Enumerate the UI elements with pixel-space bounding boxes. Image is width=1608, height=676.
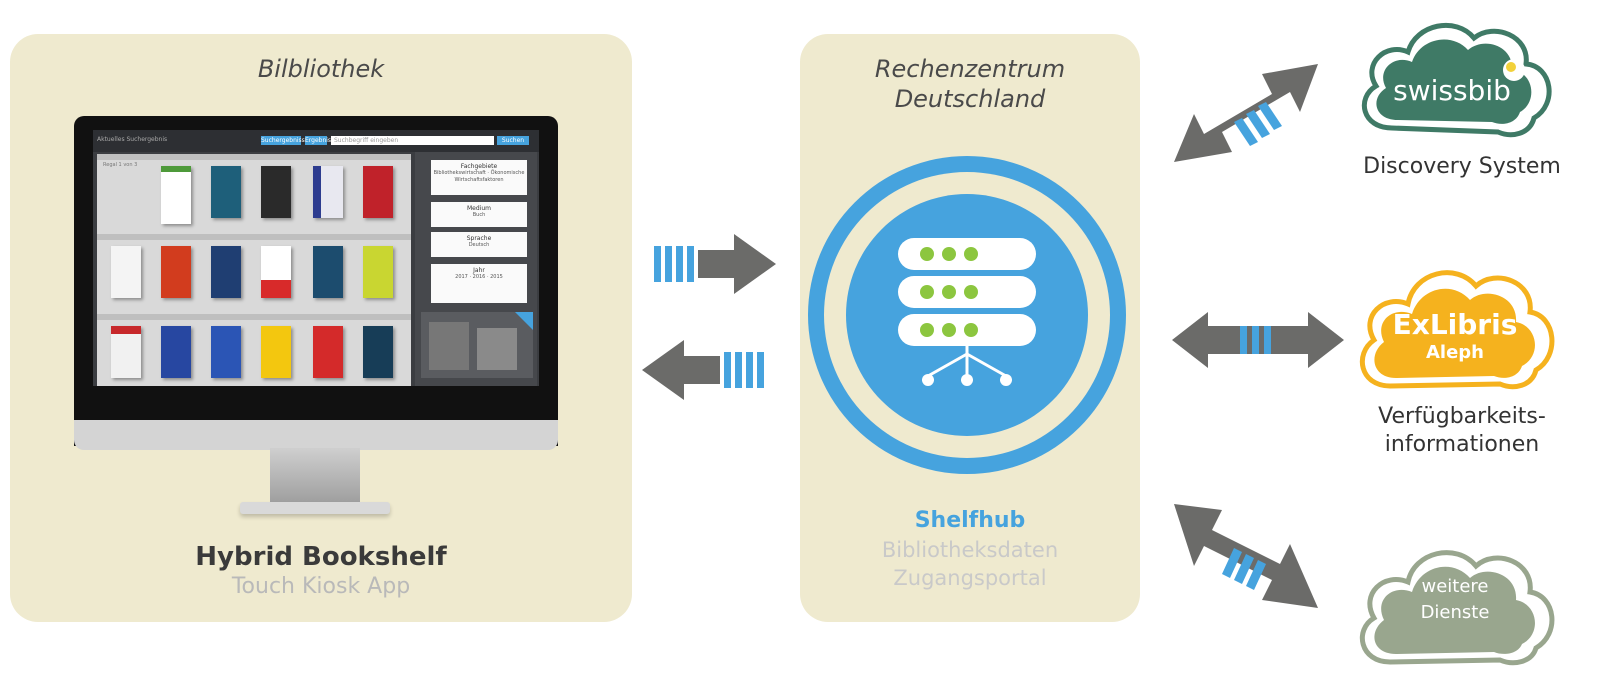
book-cover[interactable] [363, 326, 393, 378]
book-cover[interactable] [313, 326, 343, 378]
filter-sidebar: Fachgebiete Bibliothekswirtschaft · Ökon… [415, 152, 537, 386]
monitor-chin [74, 420, 558, 450]
arrow-swissbib [1174, 64, 1318, 162]
arrow-to-datacenter [654, 234, 776, 294]
exlibris-logo-sub: Aleph [1425, 342, 1484, 363]
corner-badge [515, 312, 533, 330]
swissbib-logo [1361, 22, 1552, 138]
book-cover[interactable] [363, 166, 393, 218]
filter-card[interactable]: Sprache Deutsch [431, 232, 527, 257]
server-unit [898, 276, 1036, 308]
book-cover[interactable] [313, 166, 343, 218]
service-name: Shelfhub [914, 508, 1026, 533]
filter-card[interactable]: Fachgebiete Bibliothekswirtschaft · Ökon… [431, 160, 527, 195]
book-cover[interactable] [111, 326, 141, 378]
book-cover[interactable] [261, 326, 291, 378]
filter-values: Buch [472, 212, 486, 218]
arrow-exlibris [1172, 312, 1344, 368]
kiosk-header-text: Aktuelles Suchergebnis [97, 136, 168, 143]
book-cover[interactable] [161, 246, 191, 298]
book-cover[interactable] [161, 326, 191, 378]
book-cover[interactable] [211, 166, 241, 218]
other-services-line1: weitere [1421, 576, 1489, 597]
network-icon [922, 346, 1012, 386]
filter-card[interactable]: Jahr 2017 · 2016 · 2015 [431, 264, 527, 303]
filter-card[interactable]: Medium Buch [431, 202, 527, 227]
exlibris-caption-line2: informationen [1384, 432, 1540, 457]
exlibris-logo [1359, 270, 1555, 390]
tab-list[interactable]: Ergebnis [305, 136, 332, 145]
datacenter-title-line1: Rechenzentrum [874, 55, 1066, 83]
page-label: Regal 1 von 3 [103, 162, 138, 168]
filter-heading: Medium [467, 205, 491, 212]
datacenter-title-line2: Deutschland [894, 85, 1046, 113]
tab-results[interactable]: Suchergebnisse [261, 136, 309, 145]
filter-values: Deutsch [468, 242, 490, 248]
shelf-row-3 [97, 314, 411, 386]
shelf-row-1: Regal 1 von 3 [97, 154, 411, 234]
filter-values: 2017 · 2016 · 2015 [455, 274, 503, 280]
library-title: Bilbliothek [257, 55, 385, 83]
monitor-base [240, 502, 390, 514]
app-subtitle: Touch Kiosk App [231, 574, 411, 599]
book-cover[interactable] [211, 246, 241, 298]
other-services-line2: Dienste [1420, 602, 1490, 623]
service-line1: Bibliotheksdaten [881, 538, 1059, 562]
swissbib-logo-text: swissbib [1393, 74, 1511, 107]
book-cover[interactable] [161, 166, 191, 224]
filter-heading: Jahr [473, 267, 485, 274]
exlibris-logo-text: ExLibris [1392, 308, 1518, 341]
shelf-row-2 [97, 234, 411, 314]
filter-heading: Fachgebiete [460, 163, 498, 170]
book-cover[interactable] [211, 326, 241, 378]
search-button[interactable]: Suchen [497, 136, 529, 145]
shelf-preview[interactable] [421, 312, 533, 378]
server-unit [898, 314, 1036, 346]
swissbib-caption: Discovery System [1363, 154, 1561, 179]
kiosk-screen: Aktuelles Suchergebnis Suchergebnisse Er… [93, 130, 539, 386]
book-cover[interactable] [363, 246, 393, 298]
book-cover[interactable] [261, 246, 291, 298]
arrow-other-services [1174, 504, 1318, 608]
arrow-to-library [642, 340, 764, 400]
filter-values: Bibliothekswirtschaft · Ökonomische Wirt… [433, 170, 525, 183]
app-name: Hybrid Bookshelf [195, 542, 447, 572]
monitor-stand [270, 448, 360, 508]
exlibris-caption-line1: Verfügbarkeits- [1378, 404, 1546, 429]
kiosk-topbar: Aktuelles Suchergebnis Suchergebnisse Er… [93, 130, 539, 152]
book-cover[interactable] [261, 166, 291, 218]
book-cover[interactable] [111, 246, 141, 298]
other-services-cloud [1359, 550, 1555, 666]
book-cover[interactable] [313, 246, 343, 298]
service-line2: Zugangsportal [893, 566, 1047, 590]
filter-heading: Sprache [466, 235, 492, 242]
server-unit [898, 238, 1036, 270]
search-input[interactable]: Suchbegriff eingeben [331, 136, 494, 145]
